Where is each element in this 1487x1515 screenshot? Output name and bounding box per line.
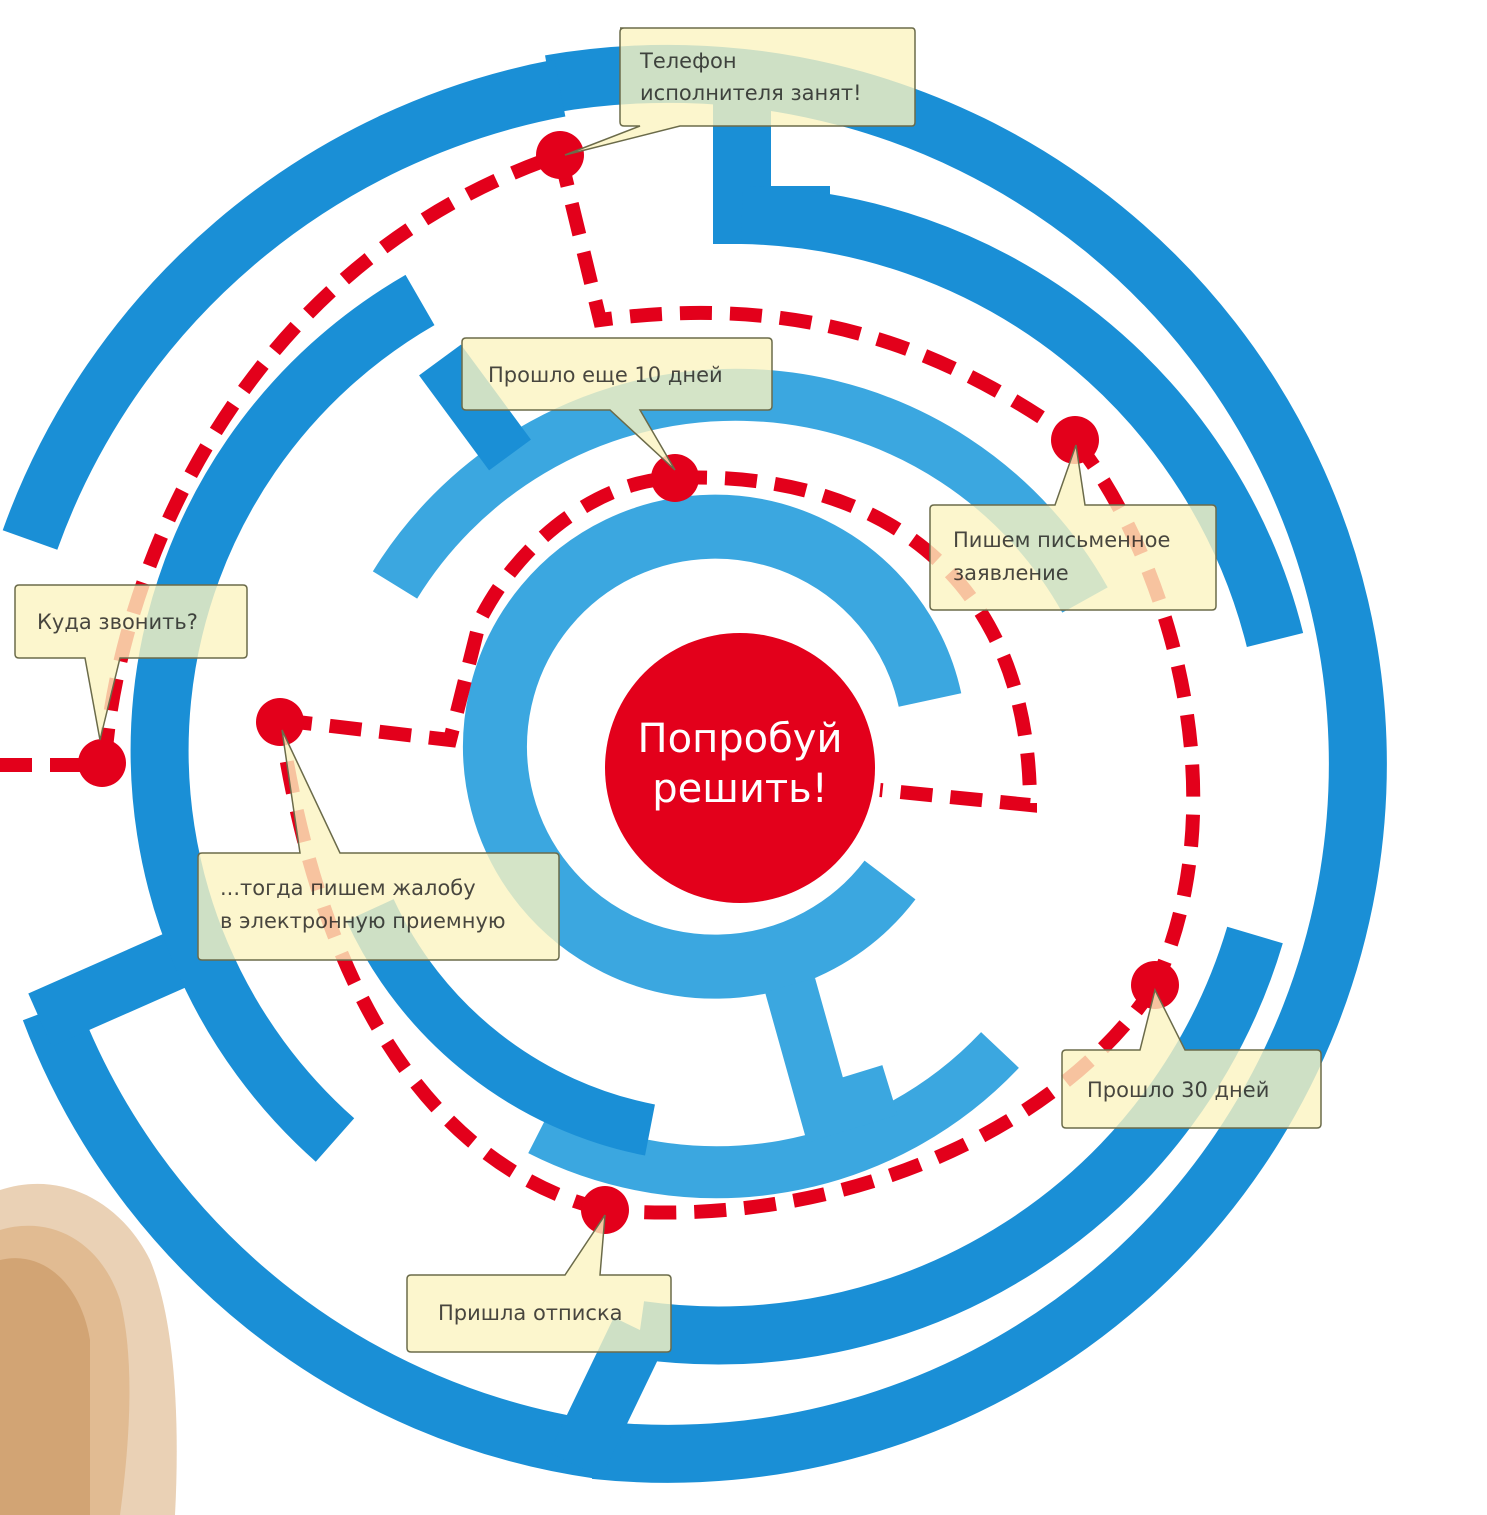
callout-formal-reply: Пришла отписка bbox=[406, 1214, 672, 1353]
path-node bbox=[651, 454, 699, 502]
maze-ring-second-left bbox=[130, 274, 435, 1162]
callout-written-statement: Пишем письменное заявление bbox=[929, 444, 1217, 611]
callout-e-complaint-line-1: ...тогда пишем жалобу bbox=[220, 876, 476, 900]
callout-where-to-call: Куда звонить? bbox=[14, 584, 248, 741]
path-nodes bbox=[78, 131, 1179, 1234]
callout-formal-reply-line-1: Пришла отписка bbox=[438, 1301, 623, 1325]
callout-phone-busy-line-1: Телефон bbox=[639, 49, 737, 73]
center-target: Попробуй решить! bbox=[605, 633, 875, 903]
path-node bbox=[536, 131, 584, 179]
callout-where-to-call-line-1: Куда звонить? bbox=[37, 610, 198, 634]
callout-thirty-days-line-1: Прошло 30 дней bbox=[1087, 1078, 1269, 1102]
maze-ring-outer bbox=[545, 44, 1387, 1483]
path-node bbox=[1051, 416, 1099, 464]
maze-ring-third-bottom bbox=[528, 1032, 1019, 1199]
callout-ten-days: Прошло еще 10 дней bbox=[461, 337, 773, 471]
person-illustration bbox=[0, 1183, 177, 1515]
callout-phone-busy: Телефон исполнителя занят! bbox=[564, 27, 916, 156]
callout-e-complaint-line-2: в электронную приемную bbox=[220, 909, 506, 933]
callout-thirty-days: Прошло 30 дней bbox=[1061, 987, 1322, 1129]
maze-ring-second-bottom bbox=[635, 926, 1283, 1365]
maze-ring-outer-gap-segment bbox=[2, 59, 566, 550]
callout-phone-busy-line-2: исполнителя занят! bbox=[640, 81, 862, 105]
callout-written-statement-line-2: заявление bbox=[953, 561, 1069, 585]
callouts: Телефон исполнителя занят! Прошло еще 10… bbox=[14, 27, 1322, 1353]
center-text-line-2: решить! bbox=[652, 766, 828, 812]
path-node bbox=[256, 698, 304, 746]
callout-e-complaint: ...тогда пишем жалобу в электронную прие… bbox=[197, 729, 560, 961]
callout-ten-days-line-1: Прошло еще 10 дней bbox=[488, 363, 723, 387]
center-text-line-1: Попробуй bbox=[638, 716, 843, 762]
maze-ring-inner bbox=[463, 494, 962, 999]
maze-ring-outer-left bbox=[22, 999, 605, 1479]
path-node bbox=[581, 1186, 629, 1234]
path-node bbox=[1131, 961, 1179, 1009]
maze-spoke-inner bbox=[764, 977, 898, 1143]
maze-ring-second bbox=[741, 186, 1304, 648]
callout-written-statement-line-1: Пишем письменное bbox=[953, 528, 1170, 552]
path-node bbox=[78, 739, 126, 787]
